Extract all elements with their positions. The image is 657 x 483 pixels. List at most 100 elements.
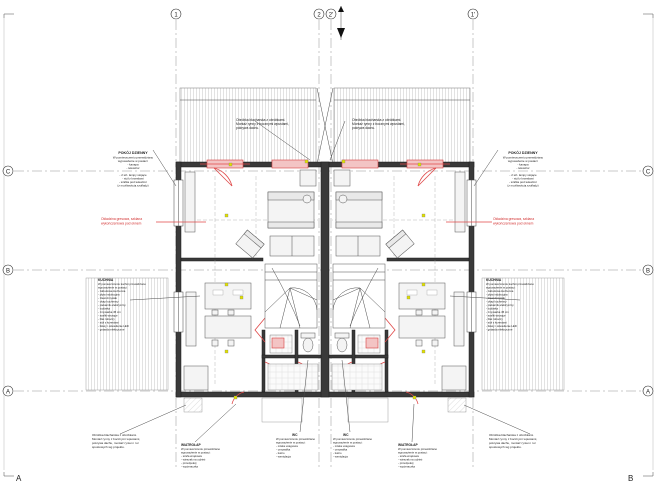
svg-text:- zmywarka 45 cm: - zmywarka 45 cm (98, 310, 121, 314)
svg-text:WIATROŁAP: WIATROŁAP (181, 443, 202, 447)
svg-text:1': 1' (471, 13, 475, 19)
svg-text:1: 1 (174, 13, 178, 19)
room-note-wc-left: WC W pomieszczeniu przewidziano wyposaże… (276, 359, 315, 459)
svg-text:- wieszak na odzież: - wieszak na odzież (181, 458, 206, 462)
svg-text:Okładzina gresowa, szklana: Okładzina gresowa, szklana (101, 217, 142, 221)
grid-bubble-2-prime: 2' (325, 8, 337, 20)
room-note-kitchen-left: KUCHNIA W pomieszczeniu kuchni przewidzi… (98, 278, 201, 332)
entrance-canopies (183, 397, 467, 423)
svg-text:- przedpokój: - przedpokój (398, 461, 414, 465)
svg-text:- przedpokój: - przedpokój (181, 461, 197, 465)
svg-text:Okładzina gresowa, szklana: Okładzina gresowa, szklana (493, 217, 534, 221)
svg-text:- szafka pod telewizor: - szafka pod telewizor (509, 180, 537, 184)
svg-text:KUCHNIA: KUCHNIA (98, 278, 114, 282)
svg-text:wyposażenie w postaci:: wyposażenie w postaci: (333, 441, 363, 445)
svg-text:B: B (6, 269, 10, 275)
grid-bubble-a-right: A (642, 385, 654, 397)
note-top-left: Obróbka blacharska z obróbkami. Montaż r… (236, 118, 311, 161)
svg-text:A: A (16, 474, 22, 483)
svg-text:- szafa wnękowa: - szafa wnękowa (398, 454, 419, 458)
grid-bubble-a-left: A (2, 385, 14, 397)
window-openings-top (200, 159, 450, 169)
side-terrace-right (481, 277, 565, 391)
grid-bubble-b-right: B (642, 264, 654, 276)
svg-text:wyposażenie w postaci:: wyposażenie w postaci: (486, 286, 516, 290)
svg-text:- okap kuchenny: - okap kuchenny (486, 300, 507, 304)
svg-text:- zlewozmywak: - zlewozmywak (486, 296, 506, 300)
svg-text:- szafa wnękowa: - szafa wnękowa (181, 454, 202, 458)
svg-text:A: A (646, 390, 650, 396)
svg-text:spustowych wg projektu.: spustowych wg projektu. (489, 445, 522, 449)
unit-left (180, 159, 322, 405)
svg-text:- okap kuchenny: - okap kuchenny (98, 300, 119, 304)
svg-text:- piekarnik elektryczny: - piekarnik elektryczny (486, 303, 514, 307)
red-note-left: Okładzina gresowa, szklana wykończeniowa… (101, 217, 206, 226)
svg-text:- 2 szt. lampy stojące: - 2 szt. lampy stojące (509, 173, 537, 177)
svg-text:WC: WC (292, 433, 298, 437)
svg-text:C: C (6, 170, 11, 176)
grid-bubble-c-left: C (2, 165, 14, 177)
svg-text:- szafki wiszące: - szafki wiszące (98, 314, 118, 318)
svg-text:- listwy i oświetlenie LED: - listwy i oświetlenie LED (486, 324, 517, 328)
north-arrow-icon (337, 6, 345, 40)
svg-text:KUCHNIA: KUCHNIA (486, 278, 502, 282)
svg-text:Montaż rynny z bocznymi wpusta: Montaż rynny z bocznymi wpustami, (489, 437, 537, 441)
grid-bubble-1-prime: 1' (467, 8, 479, 20)
room-note-vestibule-right: WIATROŁAP W pomieszczeniu przewidziano w… (398, 403, 437, 469)
svg-text:- stół z krzesłami: - stół z krzesłami (122, 177, 144, 181)
svg-text:W pomieszczeniu kuchni przewid: W pomieszczeniu kuchni przewidziano (486, 282, 534, 286)
svg-text:POKÓJ DZIENNY: POKÓJ DZIENNY (508, 150, 538, 155)
svg-text:wyposażenie w postaci:: wyposażenie w postaci: (276, 441, 306, 445)
svg-text:W pomieszczeniu kuchni przewid: W pomieszczeniu kuchni przewidziano (98, 282, 146, 286)
grid-bubble-2: 2 (313, 8, 325, 20)
svg-text:- telewizor: - telewizor (126, 166, 139, 170)
svg-text:- piekarnik elektryczny: - piekarnik elektryczny (98, 303, 126, 307)
svg-text:W pomieszczeniu przewidziano: W pomieszczeniu przewidziano (276, 437, 315, 441)
svg-text:- płyta indukcyjna: - płyta indukcyjna (98, 293, 120, 297)
room-note-kitchen-right: KUCHNIA W pomieszczeniu kuchni przewidzi… (449, 278, 534, 332)
svg-text:- wycieraczka: - wycieraczka (398, 465, 415, 469)
svg-text:- szafka pod telewizor: - szafka pod telewizor (119, 180, 147, 184)
svg-text:B: B (646, 269, 650, 275)
svg-text:- 2 szt. lampy stojące: - 2 szt. lampy stojące (119, 173, 147, 177)
svg-text:WC: WC (343, 433, 349, 437)
svg-text:W pomieszczeniu przewidziano: W pomieszczeniu przewidziano (113, 156, 154, 160)
unit-right (328, 159, 470, 405)
svg-text:Montaż rynny z bocznymi wpusta: Montaż rynny z bocznymi wpustami, (92, 437, 140, 441)
svg-text:spustowych wg projektu.: spustowych wg projektu. (92, 445, 125, 449)
svg-text:- umywalka: - umywalka (276, 448, 291, 452)
red-note-right: Okładzina gresowa, szklana wykończeniowa… (446, 217, 534, 226)
svg-text:Montaż rynny z bocznymi wpusta: Montaż rynny z bocznymi wpustami, (236, 122, 289, 126)
svg-text:- stół z krzesłami: - stół z krzesłami (512, 177, 534, 181)
exterior-walls (175, 161, 475, 398)
svg-text:wykończeniowa pod oknem: wykończeniowa pod oknem (493, 222, 534, 226)
svg-text:A: A (6, 390, 10, 396)
svg-text:- zabudowa kuchenna: - zabudowa kuchenna (486, 289, 514, 293)
side-terrace-left (85, 277, 169, 391)
svg-text:2: 2 (317, 13, 321, 19)
svg-text:- telewizor: - telewizor (516, 166, 529, 170)
terrace-roof-right (333, 87, 471, 165)
svg-text:- zabudowa kuchenna: - zabudowa kuchenna (98, 289, 126, 293)
svg-text:- stół z krzesłami: - stół z krzesłami (486, 321, 507, 325)
svg-text:Montaż rynny z bocznymi wpusta: Montaż rynny z bocznymi wpustami, (352, 122, 405, 126)
svg-text:Obróbka blacharska z obróbkami: Obróbka blacharska z obróbkami. (236, 118, 285, 122)
svg-text:- lodówka: - lodówka (486, 307, 498, 311)
svg-text:- kanapa: - kanapa (127, 163, 139, 167)
svg-text:- szafki wiszące: - szafki wiszące (486, 314, 506, 318)
svg-text:- gniazda elektryczne: - gniazda elektryczne (98, 328, 125, 332)
grid-bubble-1: 1 (170, 8, 182, 20)
room-note-wc-right: WC W pomieszczeniu przewidziano wyposaże… (333, 359, 372, 459)
svg-text:W pomieszczeniu przewidziano: W pomieszczeniu przewidziano (503, 156, 544, 160)
svg-text:- lustro: - lustro (276, 451, 285, 455)
svg-text:B: B (628, 474, 633, 483)
svg-text:wyposażenie w postaci:: wyposażenie w postaci: (181, 451, 211, 455)
svg-text:pokrywa dachu.: pokrywa dachu. (352, 126, 375, 130)
svg-text:- gniazda elektryczne: - gniazda elektryczne (486, 328, 513, 332)
svg-text:wyposażenie w postaci:: wyposażenie w postaci: (98, 286, 128, 290)
svg-text:Obróbka blacharska z obróbkami: Obróbka blacharska z obróbkami. (92, 433, 137, 437)
svg-text:- wentylacja: - wentylacja (333, 455, 348, 459)
room-note-living-left: POKÓJ DZIENNY W pomieszczeniu przewidzia… (113, 149, 177, 188)
svg-text:- wycieraczka: - wycieraczka (181, 465, 198, 469)
